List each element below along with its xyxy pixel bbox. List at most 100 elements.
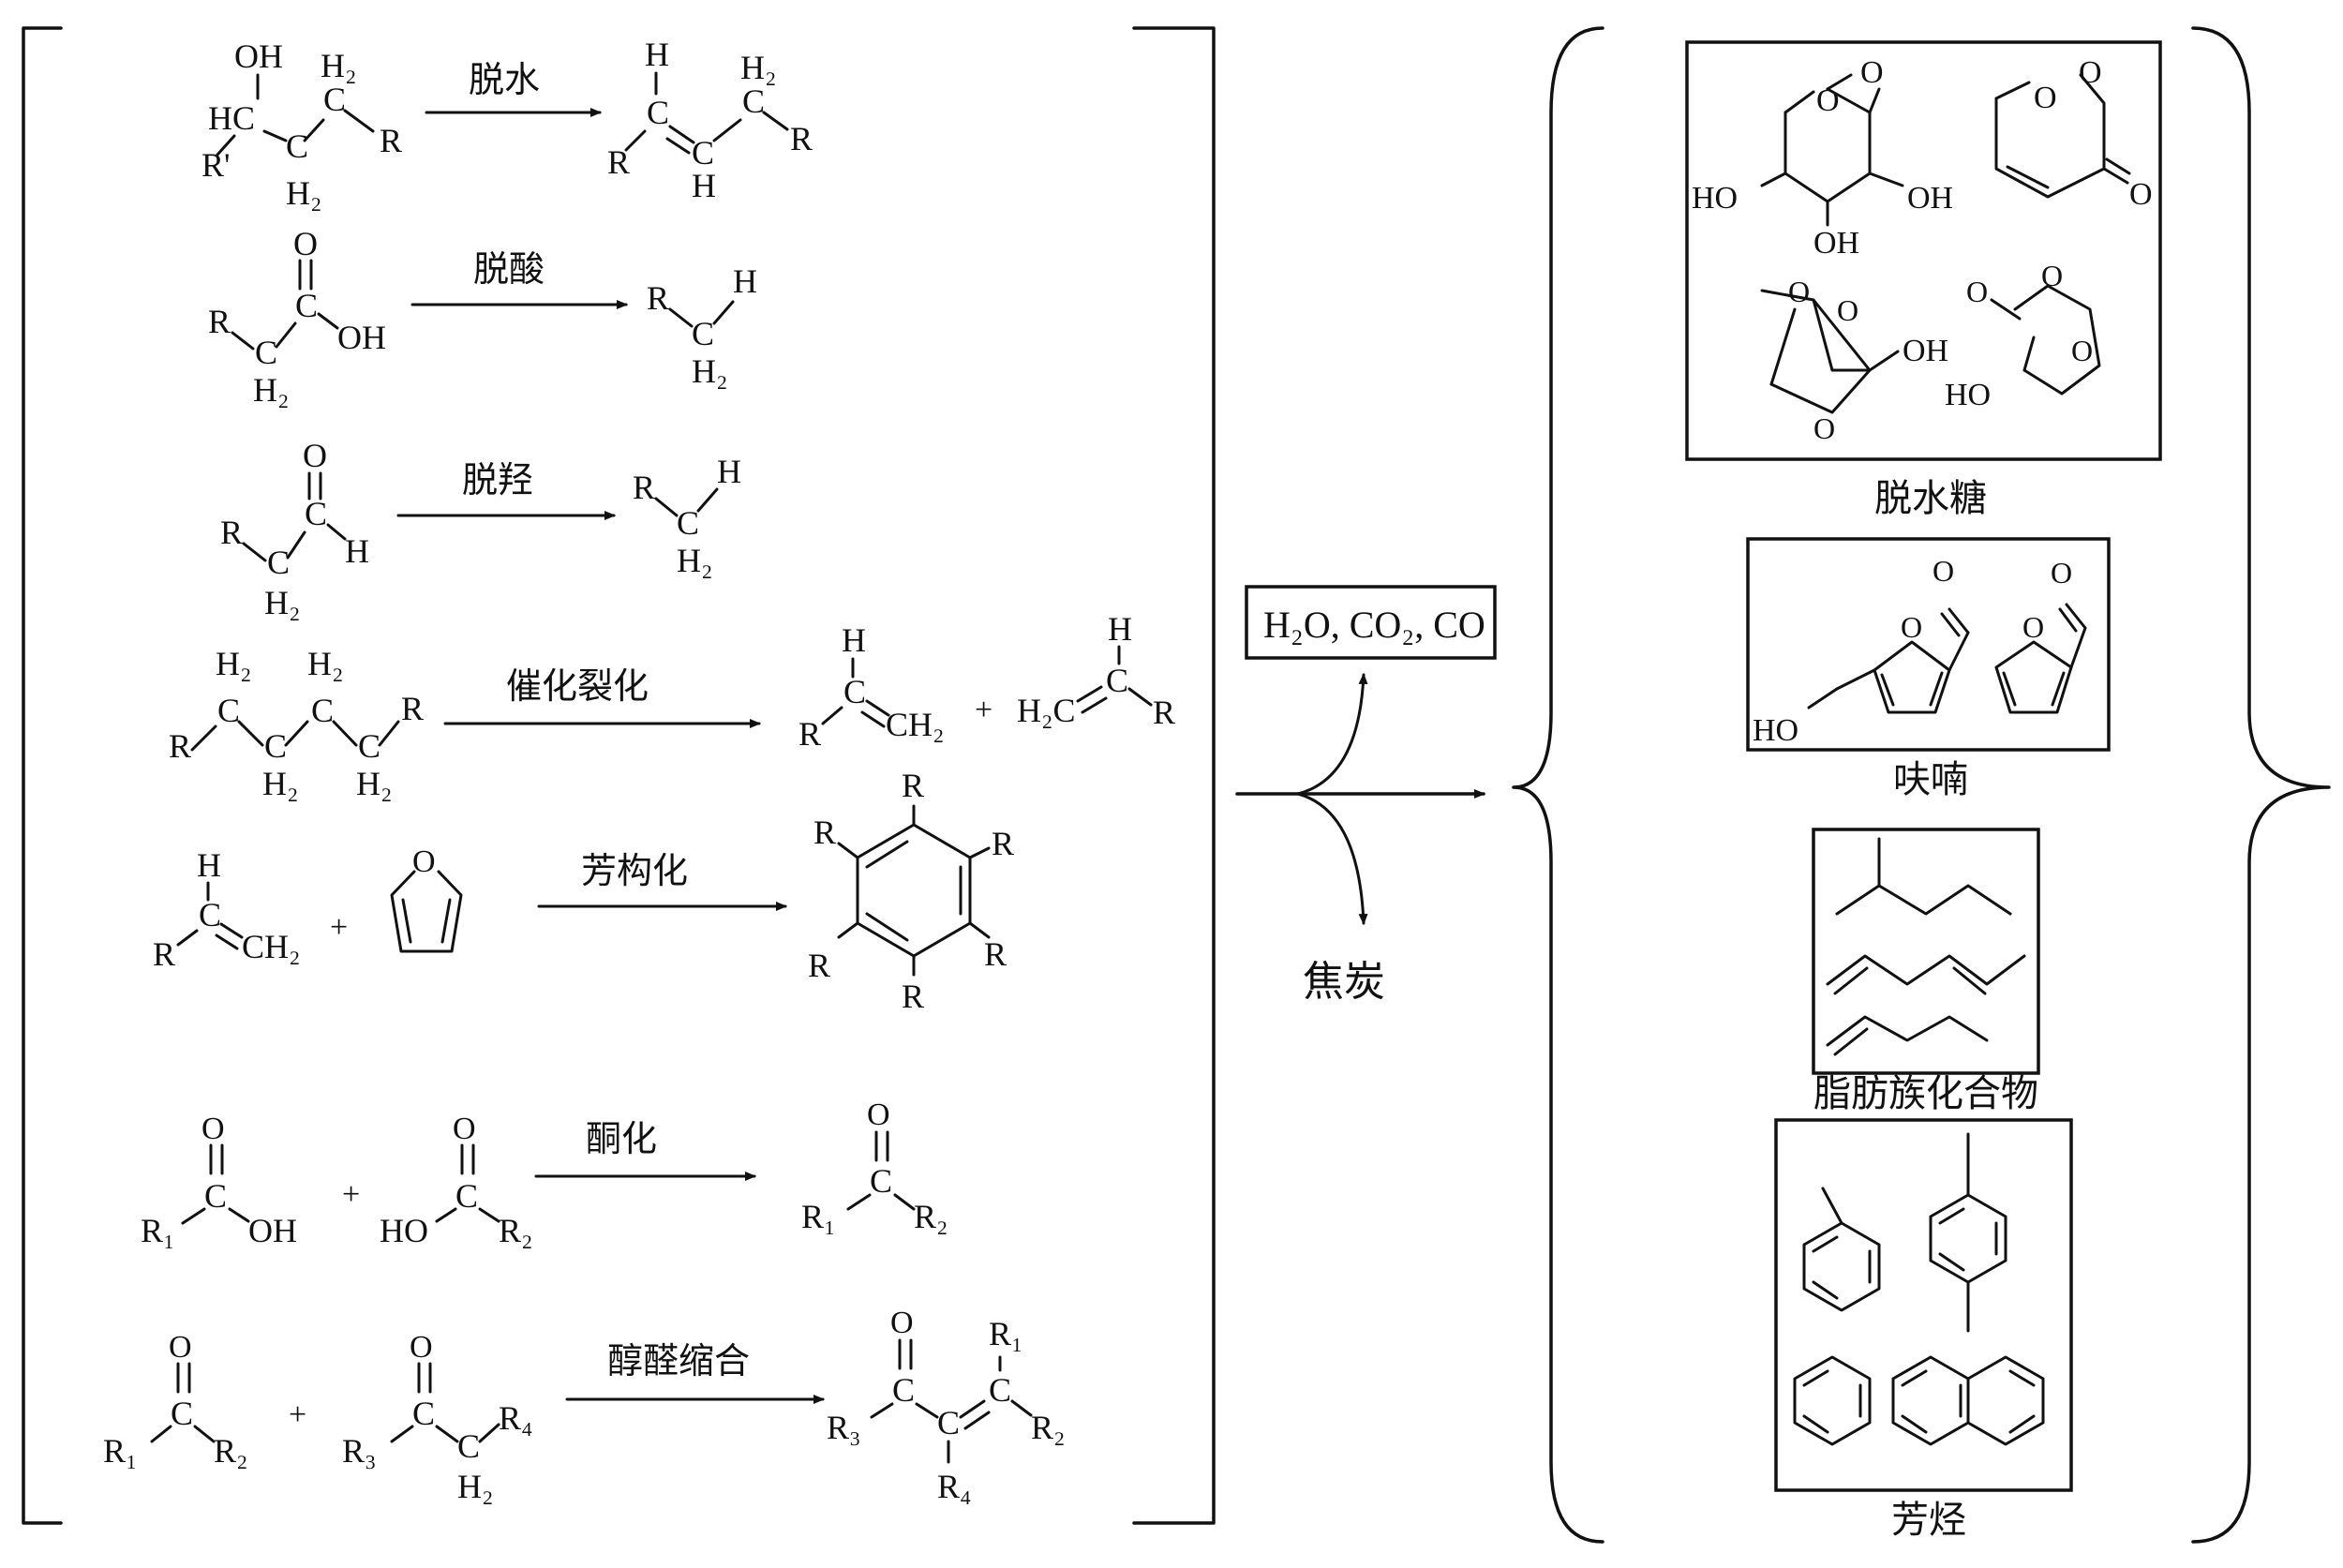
reaction-label-dehydration: 脱水: [469, 59, 540, 100]
atom-h: H: [645, 36, 669, 73]
atom-h: H: [733, 262, 757, 300]
atom-h2: H₂: [677, 542, 713, 579]
atom-h2c: H₂C: [1017, 692, 1076, 729]
atom-o: O: [412, 844, 436, 879]
atom-c: C: [323, 81, 346, 118]
atom-o: O: [303, 437, 327, 474]
furfural-structure: O O: [1994, 556, 2087, 714]
plus-sign: +: [330, 910, 348, 945]
atom-c: C: [286, 127, 308, 165]
atom-h2: H₂: [740, 49, 777, 86]
atom-o: O: [453, 1112, 476, 1146]
atom-c: C: [870, 1162, 892, 1200]
atom-r3: R₃: [827, 1409, 861, 1446]
reactant-aldehyde: R C H₂ C O H: [220, 437, 369, 621]
atom-o: O: [2041, 259, 2063, 292]
atom-c: C: [204, 1177, 227, 1215]
atom-c: C: [989, 1371, 1011, 1409]
right-square-bracket: [1132, 26, 1216, 1525]
reactant-alkane-chain: R C H₂ C H₂ C H₂ C H₂ R: [169, 645, 424, 802]
atom-c: C: [305, 495, 327, 532]
atom-r: R: [902, 767, 924, 804]
left-square-bracket: [22, 26, 63, 1525]
atom-o: O: [1813, 411, 1835, 445]
atom-oh: OH: [1907, 181, 1953, 216]
atom-c: C: [692, 315, 714, 352]
atom-r2: R₂: [214, 1432, 248, 1470]
plus-sign: +: [342, 1177, 360, 1212]
atom-h2: H₂: [216, 645, 252, 682]
atom-r: R: [798, 715, 821, 753]
reaction-label-ketonization: 酮化: [586, 1118, 657, 1159]
atom-o: O: [1966, 275, 1988, 308]
atom-r: R: [607, 143, 630, 181]
atom-h: H: [345, 532, 369, 570]
reaction-label-aldol-condensation: 醇醛缩合: [607, 1340, 750, 1381]
reaction-ketonization: O C R₁ OH + O C HO R₂ 酮化 O C R: [141, 1098, 948, 1249]
levoglucosan-structure: O O HO OH OH: [1692, 55, 1953, 261]
atom-o: O: [1837, 293, 1858, 327]
reaction-label-catalytic-cracking: 催化裂化: [506, 665, 649, 707]
group-label-furans: 呋喃: [1893, 758, 1968, 801]
product-alkene-2: H₂C C H R: [1017, 610, 1175, 731]
atom-r: R: [813, 814, 836, 851]
naphthalene-structure: [1891, 1355, 2045, 1446]
atom-c: C: [255, 334, 277, 371]
atom-c: C: [647, 94, 669, 131]
atom-h: H: [1108, 610, 1132, 648]
atom-r: R: [984, 935, 1007, 973]
atom-c: C: [892, 1371, 915, 1409]
benzene-structure: [1793, 1355, 1872, 1446]
atom-ch2: CH₂: [242, 928, 301, 965]
atom-c: C: [311, 692, 334, 729]
atom-r1: R₁: [141, 1212, 175, 1249]
atom-oh: OH: [234, 37, 283, 75]
reaction-dehydration: OH HC R' C H₂ C H₂ R 脱水 H C R C H: [201, 36, 813, 212]
atom-h: H: [692, 167, 716, 204]
reaction-aromatization: H C R CH₂ + O 芳构化 R R R: [153, 767, 1014, 1015]
reactant-alcohol: OH HC R' C H₂ C H₂ R: [201, 37, 402, 212]
atom-c: C: [264, 727, 287, 765]
product-alkane: R C H₂ H: [647, 262, 757, 390]
product-substituted-benzene: R R R R R R: [808, 767, 1014, 1015]
atom-r: R: [380, 122, 402, 159]
pentene-structure: [1826, 1015, 1989, 1047]
atom-o: O: [293, 225, 318, 262]
atom-oh: OH: [248, 1212, 297, 1249]
product-ketone: O C R₁ R₂: [801, 1098, 948, 1235]
atom-r: R: [902, 978, 924, 1015]
atom-r: R: [808, 947, 830, 984]
atom-r2: R₂: [499, 1212, 533, 1249]
coke-label: 焦炭: [1303, 958, 1385, 1006]
plus-sign: +: [289, 1397, 306, 1432]
atom-c: C: [199, 896, 221, 933]
group-furans: O O HO O O 呋喃: [1746, 537, 2111, 801]
atom-c: C: [358, 727, 381, 765]
xylene-structure: [1929, 1132, 2007, 1333]
dianhydro-sugar-structure: O O O OH: [1760, 275, 1948, 445]
atom-h2: H₂: [692, 352, 728, 390]
levoglucosenone-structure: O O O: [1994, 55, 2153, 212]
group-aliphatics: 脂肪族化合物: [1812, 828, 2040, 1115]
atom-h2: H₂: [286, 174, 322, 212]
atom-h2: H₂: [264, 584, 301, 621]
atom-ho: HO: [380, 1212, 428, 1249]
atom-h2: H₂: [262, 765, 299, 802]
atom-c: C: [1106, 662, 1128, 699]
gas-formula: H₂O, CO₂, CO: [1263, 604, 1485, 646]
atom-c: C: [677, 504, 699, 542]
group-anhydrosugars: O O HO OH OH O O O O O O: [1685, 40, 2162, 520]
atom-h: H: [197, 846, 221, 884]
atom-h2: H₂: [457, 1468, 494, 1505]
atom-ch2: CH₂: [886, 706, 945, 743]
atom-o: O: [867, 1098, 890, 1132]
atom-r: R: [208, 303, 231, 340]
atom-o: O: [1901, 610, 1922, 644]
atom-r: R: [220, 514, 243, 551]
reactant-vinyl: H C R CH₂: [153, 846, 301, 973]
product-alkane: R C H₂ H: [633, 453, 741, 579]
reactant-acid-1: O C R₁ OH: [141, 1112, 297, 1249]
atom-r2: R₂: [1031, 1409, 1066, 1446]
atom-r1: R₁: [989, 1315, 1023, 1352]
reaction-label-dehydroxylation: 脱羟: [462, 459, 533, 500]
